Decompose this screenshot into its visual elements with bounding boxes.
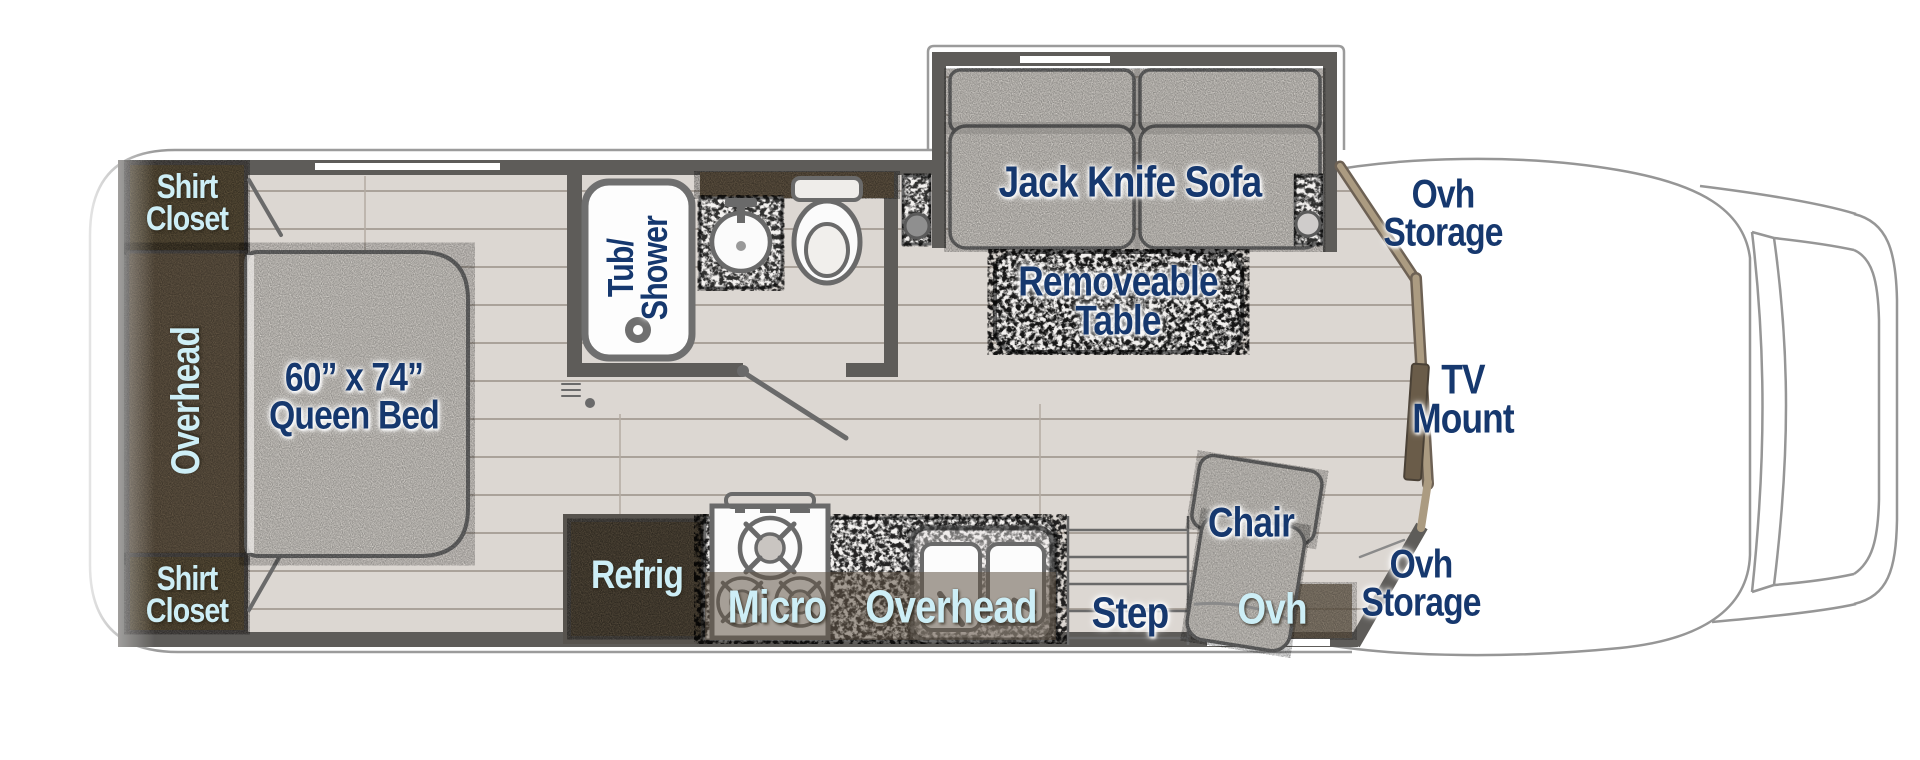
bathroom-door <box>561 365 849 441</box>
label-tub-shower: Tub/ Shower <box>600 215 675 321</box>
jack-knife-sofa <box>948 68 1322 250</box>
bathroom-vanity <box>698 196 784 290</box>
cab-body <box>1320 157 1899 657</box>
cupholder-icon <box>1294 210 1322 238</box>
rear-fade <box>70 118 155 690</box>
slideout-window <box>1020 56 1110 63</box>
label-overhead-kitchen: Overhead <box>865 580 1037 633</box>
bathroom-faucet <box>725 198 757 207</box>
cupholder-icon <box>903 212 931 240</box>
closet-door-swings <box>247 178 283 612</box>
tv <box>1403 362 1430 482</box>
label-shirt-closet-bottom: Shirt Closet <box>145 560 229 630</box>
label-removeable-table: Removeable Table <box>1018 257 1218 344</box>
toilet <box>791 176 863 286</box>
windshield <box>1699 184 1857 624</box>
removeable-table <box>993 250 1244 354</box>
label-queen-bed: 60” x 74” Queen Bed <box>269 355 440 437</box>
kitchen-overhead-band <box>705 572 1056 640</box>
label-step: Step <box>1091 588 1170 638</box>
label-ovh-storage-bottom: Ovh Storage <box>1361 542 1481 624</box>
label-tv-mount: TV Mount <box>1412 355 1514 442</box>
label-overhead-bedroom: Overhead <box>164 326 209 476</box>
queen-bed <box>244 250 470 558</box>
bedroom-window <box>315 163 500 170</box>
front-bumper <box>1853 212 1899 606</box>
refrigerator <box>563 514 709 644</box>
label-refrig: Refrig <box>590 553 684 598</box>
label-ovh-chair: Ovh <box>1237 584 1307 634</box>
label-chair: Chair <box>1208 498 1295 546</box>
tub-shower <box>581 178 696 362</box>
sofa-side-tables <box>901 174 1324 246</box>
windows <box>315 56 1110 170</box>
label-ovh-storage-top: Ovh Storage <box>1383 172 1503 254</box>
chair <box>1185 453 1324 653</box>
label-jack-knife-sofa: Jack Knife Sofa <box>998 157 1262 207</box>
label-micro: Micro <box>727 580 828 633</box>
label-shirt-closet-top: Shirt Closet <box>145 168 229 238</box>
